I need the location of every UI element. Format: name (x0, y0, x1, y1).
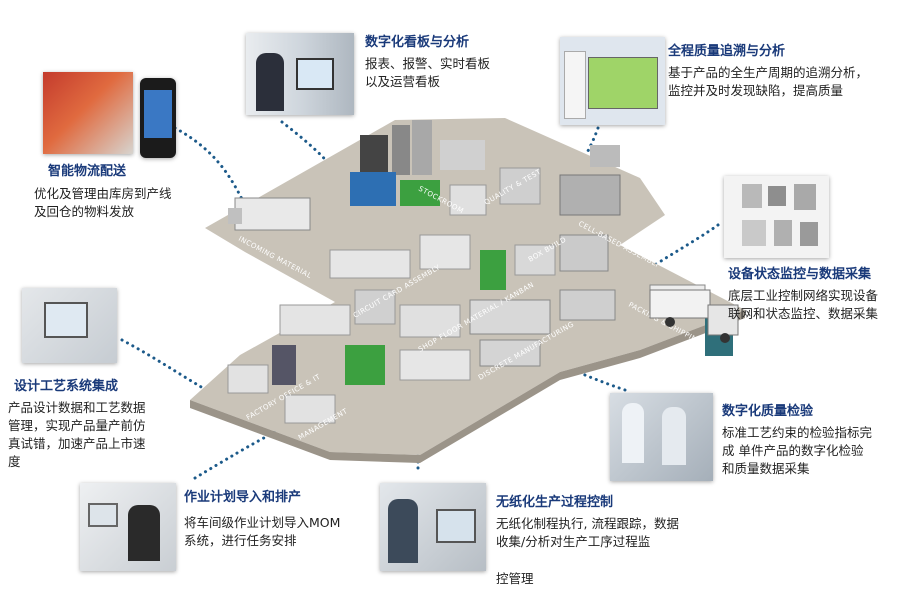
module-desc: 无纸化制程执行, 流程跟踪，数据 收集/分析对生产工序过程监 (496, 516, 679, 549)
truck-graphic (649, 289, 739, 343)
module-desc: 产品设计数据和工艺数据 管理，实现产品量产前仿 真试错，加速产品上市速 度 (8, 400, 146, 469)
module-title: 数字化质量检验 (722, 404, 814, 419)
module-title: 无纸化生产过程控制 (496, 495, 614, 510)
module-desc-extra: 控管理 (496, 571, 534, 586)
quality-trace-photo (560, 37, 665, 125)
module-desc: 报表、报警、实时看板 以及运营看板 (365, 56, 491, 89)
module-title: 智能物流配送 (48, 164, 127, 179)
module-title: 全程质量追溯与分析 (668, 44, 786, 59)
phone-image (140, 78, 176, 158)
equipment-photo (724, 176, 829, 258)
connector-inspection (533, 350, 627, 392)
module-title: 设计工艺系统集成 (14, 379, 119, 394)
scheduling-photo (80, 483, 176, 571)
connector-scheduling (193, 430, 277, 480)
inspection-photo (610, 393, 713, 481)
module-desc: 将车间级作业计划导入MOM 系统，进行任务安排 (184, 515, 341, 548)
dashboard-photo (246, 33, 354, 115)
module-title: 设备状态监控与数据采集 (728, 267, 872, 282)
connector-logistics (173, 126, 247, 207)
floor-equipment (227, 120, 733, 424)
module-title: 作业计划导入和排产 (184, 490, 302, 505)
module-desc: 标准工艺约束的检验指标完 成 单件产品的数字化检验 和质量数据采集 (722, 425, 873, 476)
paperless-photo (380, 483, 486, 571)
logistics-photo (43, 72, 133, 154)
module-title: 数字化看板与分析 (365, 35, 470, 50)
design-photo (22, 288, 117, 363)
module-desc: 底层工业控制网络实现设备 联网和状态监控、数据采集 (728, 288, 879, 321)
module-desc: 基于产品的全生产周期的追溯分析， 监控并及时发现缺陷，提高质量 (668, 65, 869, 98)
module-desc: 优化及管理由库房到产线 及回仓的物料发放 (34, 186, 172, 219)
